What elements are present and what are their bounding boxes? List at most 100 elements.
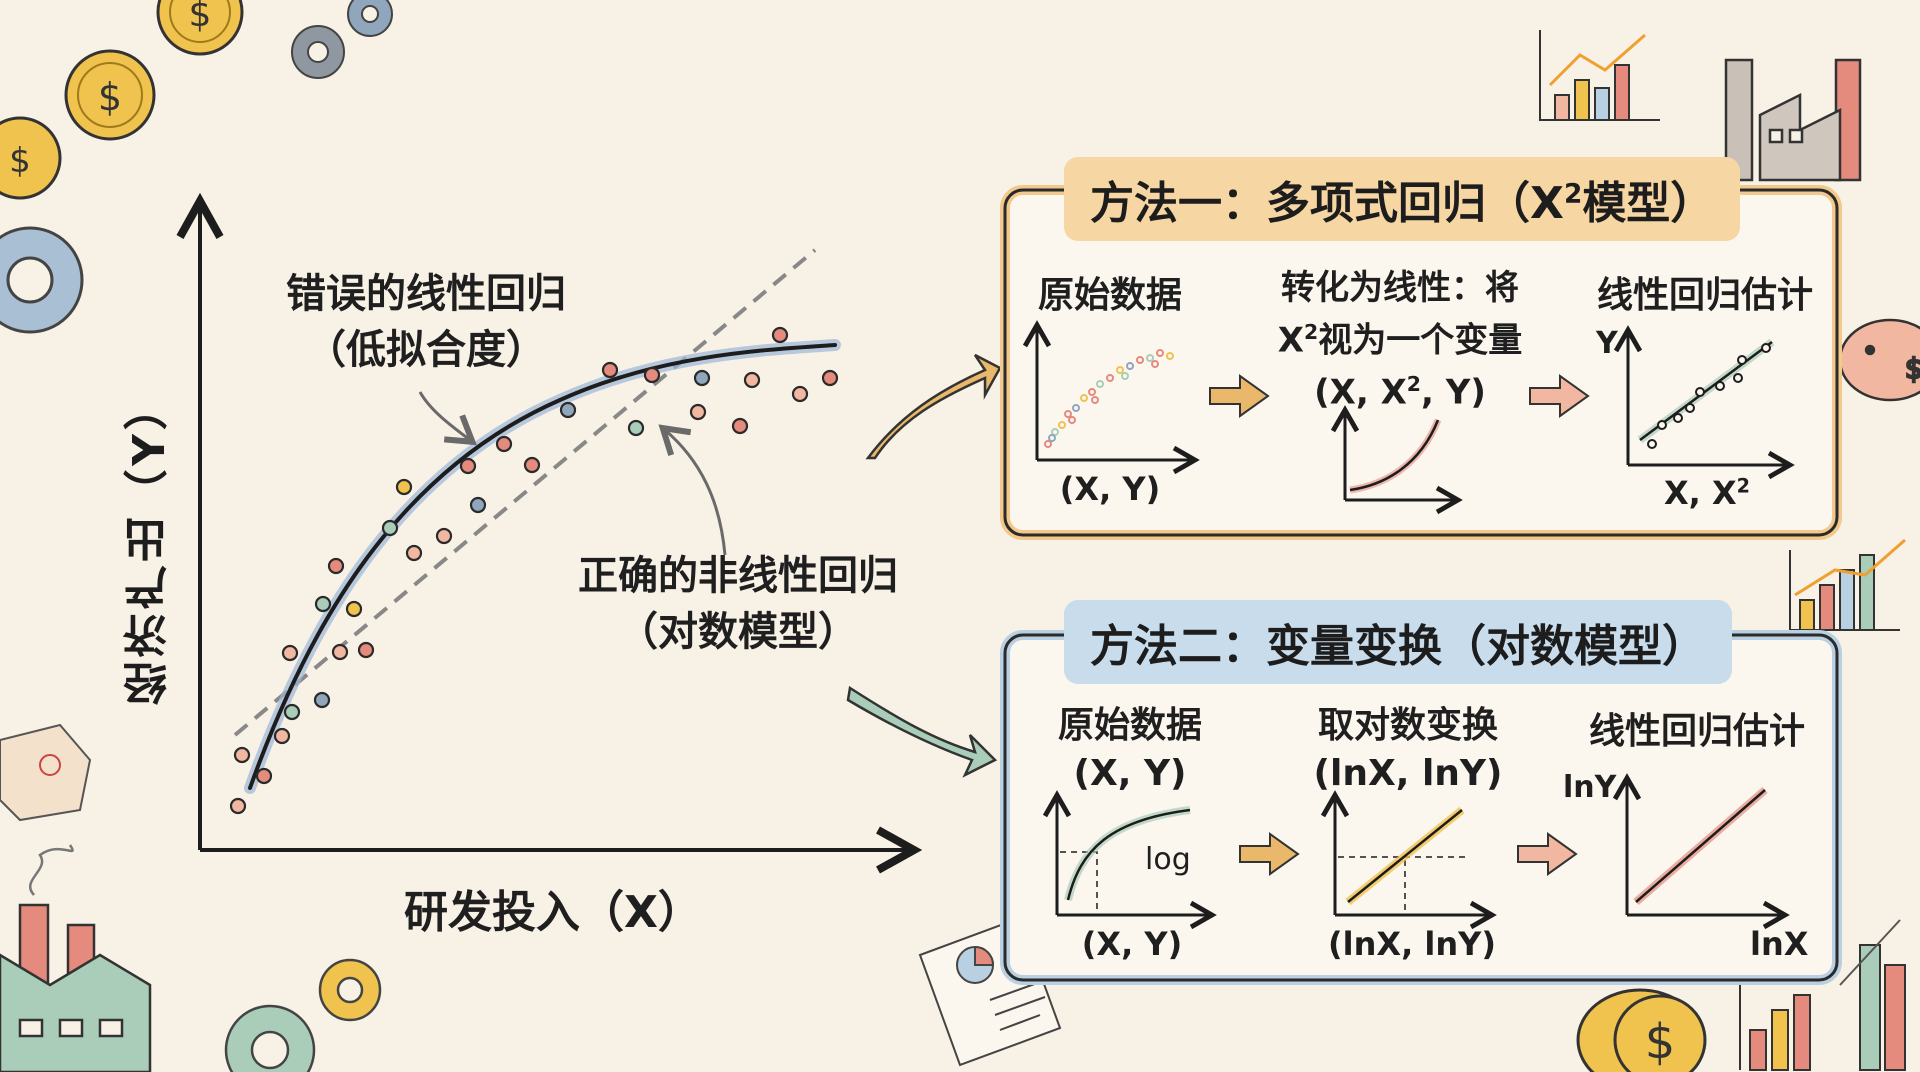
- wrong-label-line2: （低拟合度）: [306, 327, 546, 373]
- wrong-label-line1: 错误的线性回归: [286, 271, 566, 317]
- data-point: [435, 527, 453, 545]
- method2-step1-title-line: 原始数据: [1057, 705, 1203, 746]
- method1-title-sup: 2: [1563, 178, 1583, 210]
- step-arrow: [1529, 374, 1590, 418]
- method2-panel: [1000, 630, 1842, 985]
- method1-step1-title: 原始数据: [1037, 275, 1183, 316]
- method2-step1-note: log: [1145, 842, 1191, 877]
- data-point: [495, 435, 513, 453]
- method1-panel: [1000, 185, 1842, 540]
- svg-text:$: $: [189, 0, 212, 35]
- data-point: [229, 797, 247, 815]
- data-point: [643, 366, 661, 384]
- bar-chart-icon: [1539, 30, 1660, 121]
- main-chart: [200, 205, 910, 850]
- map-icon: [0, 723, 92, 822]
- method2-step3-title: 线性回归估计: [1588, 711, 1806, 752]
- gear-icon: [347, 0, 393, 37]
- data-point: [627, 419, 645, 437]
- method1-step3-x: X, X2: [1664, 474, 1750, 512]
- method2-step2-title: 取对数变换 (lnX, lnY): [1314, 702, 1503, 798]
- step-arrow: [1209, 374, 1270, 418]
- data-point: [281, 644, 299, 662]
- data-point: [771, 326, 789, 344]
- right-label-line2: （对数模型）: [618, 609, 858, 655]
- data-point: [327, 557, 345, 575]
- y-axis-label: 经济产出（Y）: [124, 382, 175, 706]
- method1-step1-axis: (X, Y): [1059, 470, 1161, 508]
- data-point: [255, 767, 273, 785]
- method2-step2-title-line: 取对数变换: [1317, 705, 1499, 746]
- bar-chart-icon: [1739, 919, 1906, 1071]
- method2-step2-axis: (lnX, lnY): [1328, 925, 1496, 963]
- method1-step2-line3: (X, X2, Y): [1278, 362, 1522, 414]
- data-point: [345, 600, 363, 618]
- svg-text:$: $: [9, 141, 31, 181]
- to-method1-arrow: [865, 353, 1002, 460]
- factory-icon: [0, 844, 152, 1072]
- coin-icon: $: [156, 0, 244, 56]
- method1-step3-x-sup: 2: [1736, 474, 1750, 498]
- svg-text:$: $: [1645, 1014, 1676, 1070]
- method2-step3-x: lnX: [1750, 925, 1809, 963]
- coin-icon: $: [1576, 988, 1707, 1072]
- method1-title: 方法一：多项式回归（X2模型）: [1064, 157, 1741, 241]
- step-arrow: [1517, 832, 1578, 876]
- data-point: [273, 727, 291, 745]
- data-point: [405, 544, 423, 562]
- data-point: [313, 691, 331, 709]
- gear-icon: [291, 25, 345, 79]
- data-point: [731, 417, 749, 435]
- svg-text:$: $: [98, 75, 122, 119]
- data-point: [689, 403, 707, 421]
- bar-chart-icon: [1789, 538, 1906, 631]
- method1-step2-title: 转化为线性：将 X2视为一个变量 (X, X2, Y): [1278, 266, 1522, 415]
- coin-icon: $: [0, 116, 62, 200]
- to-method2-arrow: [846, 685, 998, 778]
- wrong-linear-line: [233, 248, 817, 737]
- data-point: [395, 478, 413, 496]
- method1-step2-line2-pre: X: [1277, 320, 1305, 361]
- method1-title-post: 模型）: [1582, 178, 1715, 229]
- method1-step2-line1: 转化为线性：将: [1280, 268, 1519, 308]
- piggy-bank-icon: $: [1838, 318, 1920, 402]
- method1-step2-line2-sup: 2: [1304, 320, 1319, 344]
- method1-step2-line3-sup: 2: [1406, 372, 1422, 397]
- method1-step3-x-pre: X, X: [1664, 474, 1737, 512]
- data-point: [357, 641, 375, 659]
- data-point: [314, 595, 332, 613]
- gear-icon: [224, 958, 382, 1072]
- right-nonlinear-label: 正确的非线性回归 （对数模型）: [578, 548, 898, 660]
- data-point: [331, 643, 349, 661]
- data-point: [821, 369, 839, 387]
- method1-step2-line2: X2视为一个变量: [1278, 310, 1522, 362]
- correct-curve: [248, 343, 837, 790]
- method1-step3-title: 线性回归估计: [1596, 275, 1814, 316]
- method1-step3-y: Y: [1596, 326, 1618, 361]
- x-axis-label: 研发投入（X）: [404, 887, 702, 938]
- method1-step2-line3-pre: (X, X: [1314, 372, 1407, 413]
- method2-step3-y: lnY: [1563, 770, 1617, 805]
- data-point: [469, 496, 487, 514]
- step-arrow: [1239, 832, 1300, 876]
- method1-title-pre: 方法一：多项式回归（X: [1090, 178, 1564, 229]
- method2-title: 方法二：变量变换（对数模型）: [1064, 600, 1732, 684]
- data-point: [523, 456, 541, 474]
- data-point: [233, 746, 251, 764]
- factory-icon: [1724, 58, 1862, 182]
- right-label-pointer: [658, 424, 727, 556]
- method1-step2-line3-post: , Y): [1421, 372, 1486, 413]
- gear-icon: [0, 226, 84, 334]
- svg-text:$: $: [1905, 352, 1920, 385]
- data-point: [743, 371, 761, 389]
- wrong-label-pointer: [418, 391, 477, 446]
- data-point: [791, 385, 809, 403]
- data-point: [381, 519, 399, 537]
- data-point: [601, 361, 619, 379]
- coin-icon: $: [64, 49, 156, 141]
- right-label-line1: 正确的非线性回归: [578, 553, 898, 599]
- method2-step1-title: 原始数据 (X, Y): [1058, 702, 1202, 798]
- method2-step2-sub: (lnX, lnY): [1313, 753, 1503, 794]
- method1-step2-line2-post: 视为一个变量: [1318, 320, 1523, 361]
- data-point: [693, 369, 711, 387]
